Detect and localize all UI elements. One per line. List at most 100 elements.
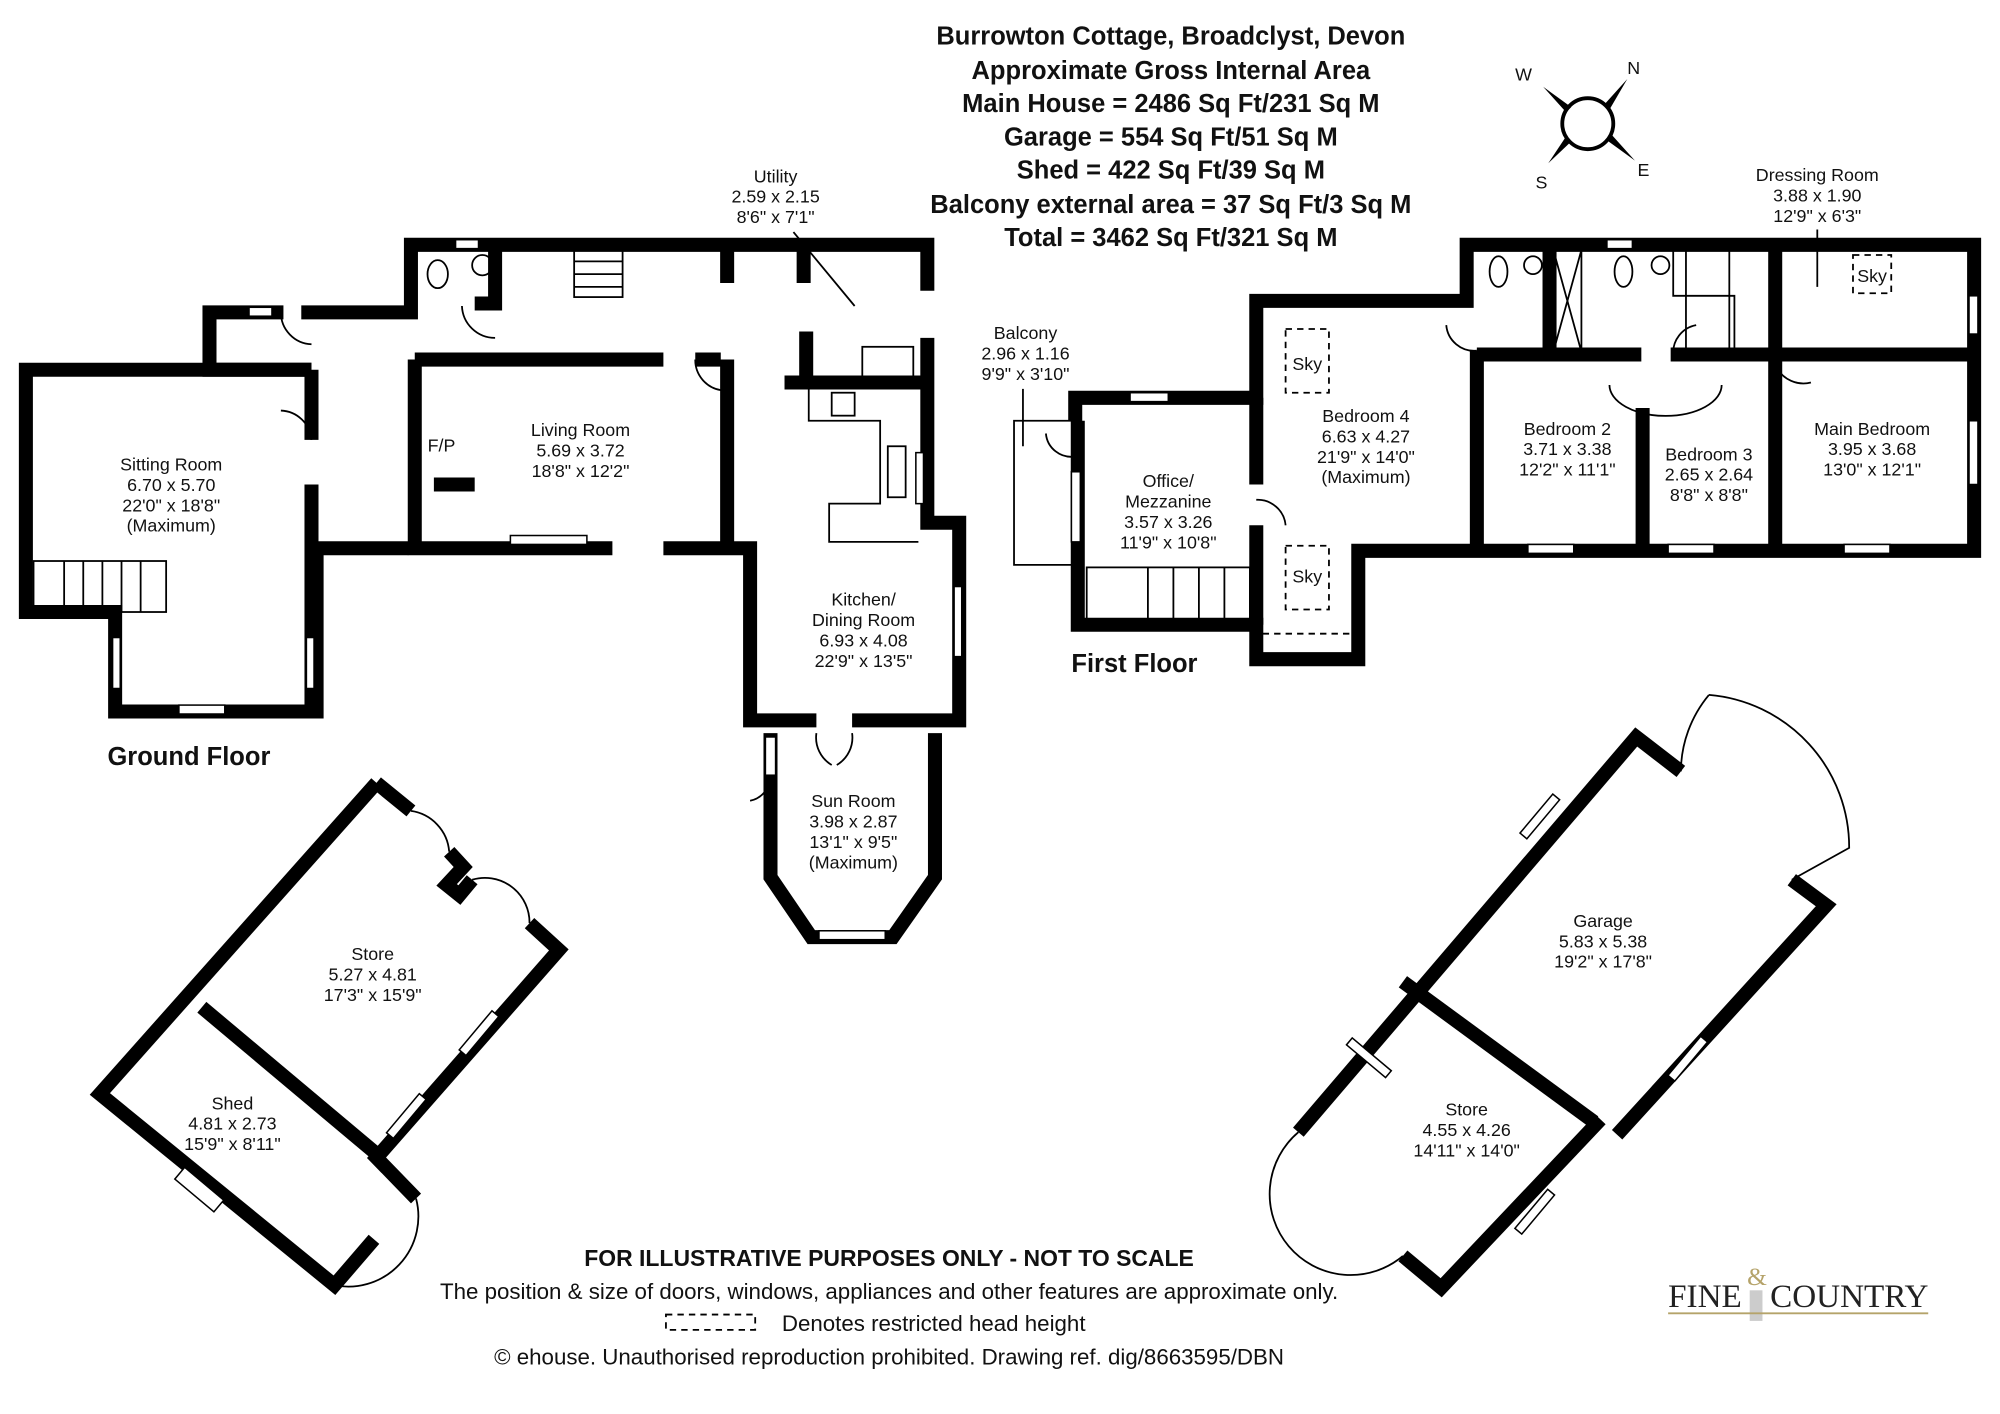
kitchen-units	[807, 345, 919, 543]
room-balcony: Balcony 2.96 x 1.16 9'9" x 3'10"	[981, 323, 1070, 447]
svg-text:3.95 x 3.68: 3.95 x 3.68	[1828, 439, 1916, 459]
svg-text:2.96 x 1.16: 2.96 x 1.16	[981, 344, 1069, 364]
skylight-label: Sky	[1292, 567, 1322, 587]
svg-text:12'9" x 6'3": 12'9" x 6'3"	[1773, 206, 1861, 226]
room-living-room: Living Room 5.69 x 3.72 18'8" x 12'2"	[531, 420, 630, 481]
disclaimer: FOR ILLUSTRATIVE PURPOSES ONLY - NOT TO …	[584, 1245, 1194, 1271]
svg-text:6.70 x 5.70: 6.70 x 5.70	[127, 475, 215, 495]
svg-text:Bedroom 2: Bedroom 2	[1524, 419, 1611, 439]
compass-icon: W N S E	[1515, 58, 1649, 193]
svg-text:Bedroom 4: Bedroom 4	[1322, 406, 1409, 426]
room-utility: Utility 2.59 x 2.15 8'6" x 7'1"	[731, 166, 856, 307]
svg-text:Dining Room: Dining Room	[812, 610, 915, 630]
svg-text:18'8" x 12'2": 18'8" x 12'2"	[532, 461, 630, 481]
svg-text:Bedroom 3: Bedroom 3	[1665, 444, 1752, 464]
svg-text:3.71 x 3.38: 3.71 x 3.38	[1523, 439, 1611, 459]
stairs-icon	[32, 247, 624, 613]
svg-text:5.27 x 4.81: 5.27 x 4.81	[329, 964, 417, 984]
svg-text:14'11" x 14'0": 14'11" x 14'0"	[1413, 1140, 1519, 1160]
svg-text:3.88 x 1.90: 3.88 x 1.90	[1773, 185, 1861, 205]
ground-floor-label: Ground Floor	[107, 743, 270, 771]
room-office-mezzanine: Office/ Mezzanine 3.57 x 3.26 11'9" x 10…	[1120, 471, 1217, 552]
skylight-icon	[1852, 254, 1893, 295]
area-summary: Burrowton Cottage, Broadclyst, Devon App…	[930, 23, 1411, 252]
svg-text:Sun Room: Sun Room	[811, 791, 895, 811]
balcony-area: Balcony external area = 37 Sq Ft/3 Sq M	[930, 191, 1411, 219]
svg-text:Store: Store	[1445, 1100, 1488, 1120]
svg-text:Utility: Utility	[754, 166, 798, 186]
svg-text:6.63 x 4.27: 6.63 x 4.27	[1322, 426, 1410, 446]
bathroom-fixtures	[1488, 249, 1671, 353]
svg-text:COUNTRY: COUNTRY	[1770, 1278, 1928, 1315]
svg-text:3.57 x 3.26: 3.57 x 3.26	[1124, 512, 1212, 532]
compass-s: S	[1536, 173, 1548, 193]
ground-floor-walls	[18, 237, 967, 945]
first-floor-walls	[1013, 237, 1982, 667]
svg-text:19'2" x 17'8": 19'2" x 17'8"	[1554, 952, 1652, 972]
svg-text:2.65 x 2.64: 2.65 x 2.64	[1665, 465, 1753, 485]
svg-text:Office/: Office/	[1143, 471, 1194, 491]
total-area: Total = 3462 Sq Ft/321 Sq M	[1004, 224, 1337, 252]
compass-w: W	[1515, 64, 1532, 84]
room-sun-room: Sun Room 3.98 x 2.87 13'1" x 9'5" (Maxim…	[809, 791, 898, 872]
main-house-area: Main House = 2486 Sq Ft/231 Sq M	[962, 90, 1379, 118]
restricted-height-note: Denotes restricted head height	[782, 1311, 1086, 1336]
svg-text:5.69 x 3.72: 5.69 x 3.72	[536, 440, 624, 460]
svg-text:Sitting Room: Sitting Room	[120, 454, 222, 474]
svg-text:(Maximum): (Maximum)	[127, 516, 216, 536]
svg-text:Store: Store	[351, 944, 394, 964]
svg-text:13'1" x 9'5": 13'1" x 9'5"	[809, 832, 897, 852]
approximate-note: The position & size of doors, windows, a…	[440, 1279, 1338, 1304]
skylight-label: Sky	[1857, 266, 1887, 286]
room-store-garage-building: Store 4.55 x 4.26 14'11" x 14'0"	[1413, 1100, 1519, 1161]
restricted-height-legend-icon	[665, 1313, 757, 1331]
svg-text:22'0" x 18'8": 22'0" x 18'8"	[122, 495, 220, 515]
svg-text:Living Room: Living Room	[531, 420, 630, 440]
shed-building-walls	[89, 777, 569, 1295]
footer-notes: FOR ILLUSTRATIVE PURPOSES ONLY - NOT TO …	[440, 1245, 1338, 1369]
svg-text:22'9" x 13'5": 22'9" x 13'5"	[815, 651, 913, 671]
fireplace-label: F/P	[428, 435, 456, 455]
svg-text:5.83 x 5.38: 5.83 x 5.38	[1559, 931, 1647, 951]
wc-icon	[426, 254, 494, 290]
svg-text:Mezzanine: Mezzanine	[1125, 491, 1211, 511]
skylight-label: Sky	[1292, 354, 1322, 374]
room-main-bedroom: Main Bedroom 3.95 x 3.68 13'0" x 12'1"	[1814, 419, 1930, 480]
skylight-icon	[1284, 328, 1330, 394]
compass-e: E	[1638, 160, 1650, 180]
svg-text:17'3" x 15'9": 17'3" x 15'9"	[324, 985, 422, 1005]
room-store-shed-building: Store 5.27 x 4.81 17'3" x 15'9"	[324, 944, 422, 1005]
room-bedroom-2: Bedroom 2 3.71 x 3.38 12'2" x 11'1"	[1519, 419, 1616, 480]
room-shed: Shed 4.81 x 2.73 15'9" x 8'11"	[184, 1093, 281, 1154]
svg-text:3.98 x 2.87: 3.98 x 2.87	[809, 811, 897, 831]
stairs-icon	[1085, 249, 1731, 622]
svg-text:Balcony: Balcony	[994, 323, 1058, 343]
svg-text:&: &	[1747, 1262, 1767, 1291]
svg-text:(Maximum): (Maximum)	[1321, 467, 1410, 487]
svg-text:21'9" x 14'0": 21'9" x 14'0"	[1317, 447, 1415, 467]
skylight-icon	[1284, 544, 1330, 611]
room-kitchen-dining: Kitchen/ Dining Room 6.93 x 4.08 22'9" x…	[812, 590, 915, 671]
room-sitting-room: Sitting Room 6.70 x 5.70 22'0" x 18'8" (…	[120, 454, 222, 535]
svg-text:12'2" x 11'1": 12'2" x 11'1"	[1519, 460, 1616, 480]
svg-text:Garage: Garage	[1573, 911, 1633, 931]
svg-text:4.81 x 2.73: 4.81 x 2.73	[188, 1114, 276, 1134]
garage-area: Garage = 554 Sq Ft/51 Sq M	[1004, 123, 1338, 151]
svg-text:15'9" x 8'11": 15'9" x 8'11"	[184, 1134, 281, 1154]
room-garage: Garage 5.83 x 5.38 19'2" x 17'8"	[1554, 911, 1652, 972]
svg-text:9'9" x 3'10": 9'9" x 3'10"	[982, 364, 1070, 384]
svg-text:Shed: Shed	[212, 1093, 254, 1113]
room-bedroom-4: Bedroom 4 6.63 x 4.27 21'9" x 14'0" (Max…	[1317, 406, 1415, 487]
area-heading: Approximate Gross Internal Area	[972, 57, 1371, 85]
fine-and-country-logo: FINE & COUNTRY	[1668, 1262, 1929, 1321]
compass-n: N	[1627, 58, 1640, 78]
room-dressing-room: Dressing Room 3.88 x 1.90 12'9" x 6'3"	[1756, 165, 1879, 287]
svg-text:8'8" x 8'8": 8'8" x 8'8"	[1670, 485, 1748, 505]
svg-text:6.93 x 4.08: 6.93 x 4.08	[819, 630, 907, 650]
svg-text:(Maximum): (Maximum)	[809, 852, 898, 872]
shed-area: Shed = 422 Sq Ft/39 Sq M	[1017, 157, 1325, 185]
svg-text:13'0" x 12'1": 13'0" x 12'1"	[1823, 460, 1921, 480]
property-title: Burrowton Cottage, Broadclyst, Devon	[936, 23, 1405, 51]
svg-text:Kitchen/: Kitchen/	[831, 590, 896, 610]
